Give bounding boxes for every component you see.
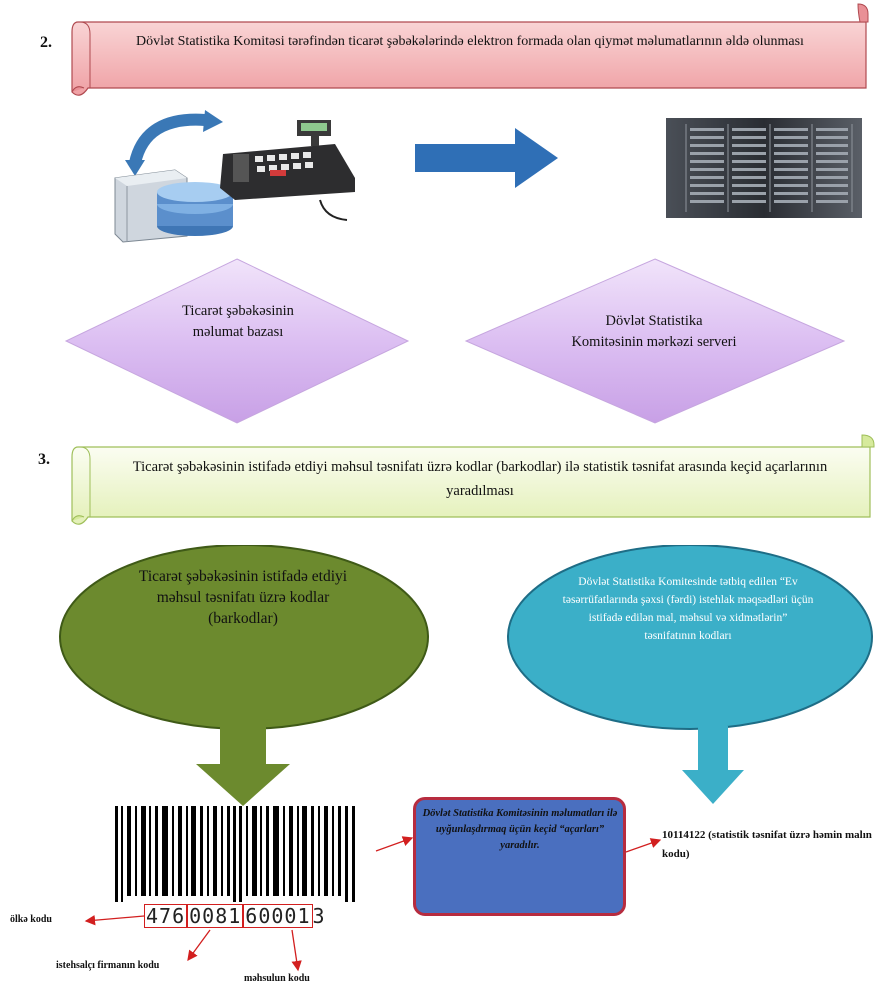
product-code-label: məhsulun kodu [244, 973, 310, 984]
transfer-arrow-icon [415, 128, 558, 188]
diamond-server [464, 258, 846, 424]
down-arrow-green-icon [196, 720, 290, 806]
manufacturer-code-digits: 0081 [187, 904, 244, 928]
step-3-banner-text: Ticarət şəbəkəsinin istifadə etdiyi məhs… [132, 459, 828, 499]
country-code-label: ölkə kodu [10, 914, 52, 925]
step-2-number: 2. [40, 34, 52, 51]
product-code-digits: 60001 [243, 904, 313, 928]
diamond-server-label: Dövlət Statistika Komitəsinin mərkəzi se… [571, 313, 737, 350]
country-code-digits: 476 [144, 904, 188, 928]
diamond-database-label: Ticarət şəbəkəsinin məlumat bazası [182, 303, 294, 340]
ellipse-shapes [59, 545, 873, 730]
ellipse-stat-codes [507, 545, 873, 730]
cash-register-database-icon [114, 110, 355, 243]
down-arrow-blue-icon [682, 726, 744, 804]
manufacturer-code-label: istehsalçı firmanın kodu [56, 960, 160, 971]
diamond-database [64, 258, 410, 424]
stat-code-text: 10114122 (statistik təsnifat üzrə həmin … [662, 829, 872, 860]
diamond-shapes [64, 258, 846, 424]
ellipse-stat-codes-label: Dövlət Statistika Komitesinde tətbiq edi… [562, 576, 814, 642]
check-digit: 3 [312, 904, 326, 928]
step-2-banner-text: Dövlət Statistika Komitəsi tərəfindən ti… [136, 34, 804, 49]
step-2-banner-scroll [71, 3, 869, 96]
key-box [413, 797, 626, 916]
barcode-image [115, 806, 355, 902]
step-3-banner-scroll [71, 434, 875, 525]
key-box-text: Dövlət Statistika Komitəsinin məlumatlar… [422, 808, 618, 851]
ellipse-barcodes-label: Ticarət şəbəkəsinin istifadə etdiyi məhs… [138, 568, 348, 627]
server-rack-icon [666, 118, 862, 218]
step-3-number: 3. [38, 451, 50, 468]
